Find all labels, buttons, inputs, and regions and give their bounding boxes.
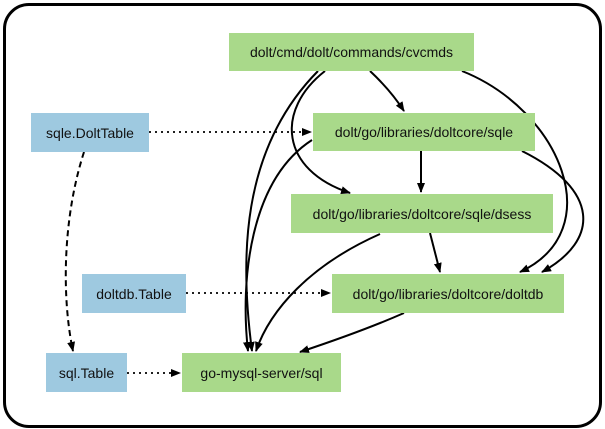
edge-sqle-dolt-table-to-sql-table: [64, 151, 85, 352]
edge-sqle-to-doltdb: [521, 150, 585, 273]
edge-cvcmds-to-gms-sql: [245, 70, 319, 352]
package-node-doltdb: dolt/go/libraries/doltcore/doltdb: [332, 274, 564, 313]
package-node-dsess: dolt/go/libraries/doltcore/sqle/dsess: [291, 194, 553, 233]
edge-cvcmds-to-sqle: [369, 70, 405, 112]
edge-dsess-to-gms-sql: [255, 233, 381, 352]
edge-sqle-to-gms-sql: [243, 139, 313, 352]
interface-node-sql-table: sql.Table: [46, 353, 127, 392]
interface-node-sqle-dolttable: sqle.DoltTable: [31, 113, 149, 152]
edge-doltdb-to-gms-sql: [299, 312, 405, 353]
edge-dsess-to-doltdb: [429, 232, 442, 273]
edge-cvcmds-to-dsess: [290, 70, 351, 194]
package-node-cvcmds: dolt/cmd/dolt/commands/cvcmds: [229, 33, 474, 71]
package-node-sqle: dolt/go/libraries/doltcore/sqle: [313, 113, 535, 151]
interface-node-doltdb-table: doltdb.Table: [82, 274, 186, 313]
edge-cvcmds-to-doltdb: [461, 70, 569, 273]
package-node-go-mysql-server-sql: go-mysql-server/sql: [182, 353, 341, 392]
